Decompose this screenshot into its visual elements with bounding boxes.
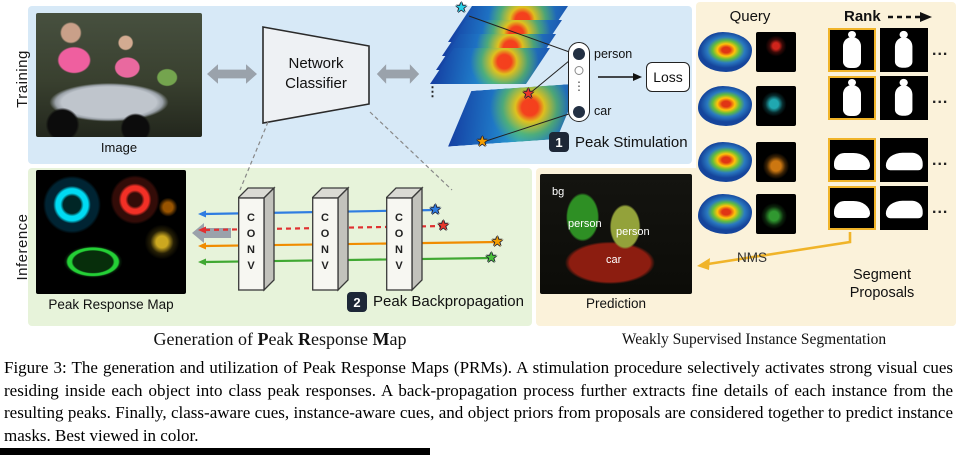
step2-label: Peak Backpropagation: [373, 293, 524, 310]
query-heatmap-4: [698, 194, 752, 234]
loss-box: Loss: [646, 62, 690, 92]
peak-star-icon: ★: [485, 249, 498, 265]
query-peak-blob: [756, 142, 796, 182]
person-silhouette: [895, 85, 913, 117]
peak-star-icon: ★: [491, 233, 504, 249]
peak-star-icon: ★: [429, 201, 442, 217]
classifier-unfold-dashes: [239, 111, 453, 191]
prediction-person-label: person: [616, 226, 650, 238]
peak-response-map-image: [36, 170, 186, 294]
query-mask-3: [756, 142, 796, 182]
conv-block-2: CONV: [310, 186, 350, 296]
loss-arrow-icon: [598, 73, 642, 81]
caption-bold-r: R: [297, 329, 311, 349]
peak-star-icon: ★: [522, 85, 535, 101]
input-photo: [36, 13, 202, 137]
query-heatmap-1: [698, 32, 752, 72]
peak-star-icon: ★: [476, 133, 489, 149]
conv-block-3: CONV: [384, 186, 424, 296]
rank-row-ellipsis: ...: [932, 200, 949, 217]
response-map-layer: [430, 48, 550, 84]
person-silhouette: [843, 79, 861, 116]
query-mask-4: [756, 194, 796, 234]
network-classifier-block: Network Classifier: [262, 26, 370, 124]
query-heatmap-3: [698, 142, 752, 182]
rank-arrow-icon: [888, 12, 932, 22]
rank-row-ellipsis: ...: [932, 42, 949, 59]
rank-header: Rank: [844, 8, 881, 25]
input-photo-label: Image: [100, 140, 138, 155]
class-node-column: ⋮: [568, 42, 590, 122]
person-silhouette: [895, 37, 913, 69]
step1-badge: 1: [549, 132, 569, 152]
peak-star-icon: ★: [455, 0, 468, 15]
conv-block-1: CONV: [236, 186, 276, 296]
left-arrow-icon: [190, 221, 232, 245]
peak-connector-lines: [468, 15, 576, 143]
nms-arrow-icon: [697, 232, 852, 270]
prediction-person-label: person: [568, 218, 602, 230]
peak-star-icon: ★: [437, 217, 450, 233]
caption-text: Generation of: [153, 329, 258, 349]
car-silhouette: [833, 200, 871, 219]
left-sub-caption: Generation of Peak Response Map: [153, 329, 407, 349]
query-peak-blob: [756, 86, 796, 126]
conv-label: CONV: [393, 212, 405, 276]
car-silhouette: [833, 152, 871, 171]
double-arrow-icon: [206, 61, 258, 87]
query-header: Query: [729, 8, 771, 25]
conv-label: CONV: [319, 212, 331, 276]
prediction-car-label: car: [606, 254, 622, 266]
query-mask-1: [756, 32, 796, 72]
proposal-cell-selected: [828, 138, 876, 182]
right-sub-caption: Weakly Supervised Instance Segmentation: [621, 331, 887, 348]
training-row-label: Training: [14, 50, 31, 108]
caption-bold-p: P: [257, 329, 269, 349]
prediction-bg-label: bg: [552, 186, 565, 198]
conv-label: CONV: [245, 212, 257, 276]
proposal-cell-selected: [828, 28, 876, 72]
figure-caption: Figure 3: The generation and utilization…: [4, 358, 953, 445]
person-class-label: person: [594, 47, 633, 61]
prediction-image: bg person person car: [540, 174, 692, 294]
proposal-cell-selected: [828, 76, 876, 120]
car-silhouette: [885, 152, 923, 171]
proposal-cell: [880, 138, 928, 182]
step2-badge: 2: [347, 292, 367, 312]
step1-label: Peak Stimulation: [575, 134, 688, 151]
stack-ellipsis-dots: ⋮: [426, 84, 439, 99]
query-mask-2: [756, 86, 796, 126]
query-heatmap-2: [698, 86, 752, 126]
classifier-label-line1: Network: [288, 55, 344, 72]
proposal-cell: [880, 186, 928, 230]
caption-bold-m: M: [372, 329, 390, 349]
cropped-content-bar: [0, 448, 430, 455]
prediction-label: Prediction: [585, 296, 647, 311]
person-silhouette: [843, 31, 861, 68]
nms-label: NMS: [737, 250, 767, 265]
class-node-dots: ⋮: [573, 79, 585, 93]
inference-row-label: Inference: [14, 213, 31, 281]
proposal-cell: [880, 28, 928, 72]
proposal-cell-selected: [828, 186, 876, 230]
query-peak-blob: [756, 194, 796, 234]
double-arrow-icon: [376, 61, 420, 87]
proposal-cell: [880, 76, 928, 120]
person-class-node: [573, 48, 585, 60]
rank-row-ellipsis: ...: [932, 90, 949, 107]
empty-class-node: [574, 66, 584, 75]
classifier-label-line2: Classifier: [285, 75, 347, 93]
car-class-node: [573, 106, 585, 118]
car-class-label: car: [594, 104, 612, 118]
peak-response-map-label: Peak Response Map: [48, 297, 174, 312]
query-peak-blob: [756, 32, 796, 72]
car-silhouette: [885, 200, 923, 219]
rank-row-ellipsis: ...: [932, 152, 949, 169]
segment-proposals-label: Segment Proposals: [849, 267, 915, 302]
